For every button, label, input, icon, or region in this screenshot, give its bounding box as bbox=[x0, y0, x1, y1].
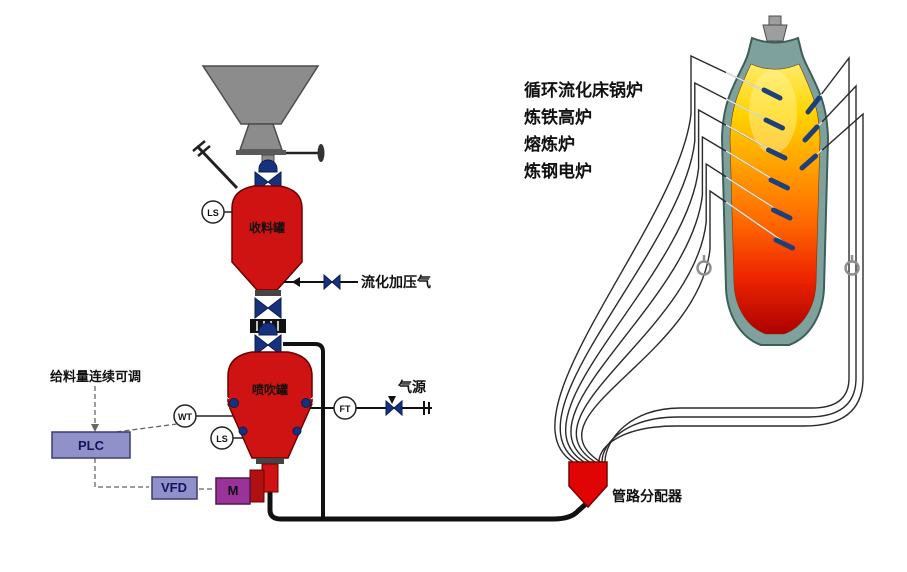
furnace-charge-cap bbox=[768, 15, 782, 26]
control-arrow-icon bbox=[91, 424, 99, 432]
control-system: 给料量连续可调 PLC VFD bbox=[50, 369, 214, 500]
mid-knife-valve-2 bbox=[254, 333, 269, 357]
wt-indicator bbox=[173, 404, 197, 428]
mid-knife-valve-1 bbox=[267, 296, 282, 320]
application-item: 熔炼炉 bbox=[524, 134, 575, 154]
fluidizing-nozzles bbox=[222, 394, 318, 436]
pipe-distributor bbox=[568, 461, 608, 509]
hopper-flange bbox=[236, 150, 286, 155]
fluidization-gas-line: 流化加压气 bbox=[284, 273, 431, 291]
furnace-flame bbox=[729, 63, 821, 335]
fluidization-gas-label: 流化加压气 bbox=[361, 274, 431, 290]
feeder-body bbox=[249, 469, 265, 503]
feed-hopper bbox=[192, 65, 325, 190]
pressurization-bypass-pipe bbox=[283, 342, 325, 517]
ft-label: FT bbox=[340, 404, 351, 414]
right-hook-icon bbox=[844, 260, 860, 276]
mid-knife-valve-1 bbox=[254, 296, 269, 320]
gas-valve-icon bbox=[331, 273, 341, 291]
hopper-funnel bbox=[201, 65, 320, 125]
injection-tank-assembly: 喷吹罐 M bbox=[215, 351, 318, 505]
injection-tank-vessel bbox=[227, 351, 313, 459]
distributor-label: 管路分配器 bbox=[612, 488, 683, 504]
ls-lower-label: LS bbox=[216, 434, 228, 444]
ft-indicator bbox=[333, 396, 357, 420]
feed-rate-note: 给料量连续可调 bbox=[50, 369, 141, 384]
flame-highlight bbox=[749, 70, 797, 154]
conveying-pipe bbox=[267, 490, 589, 522]
vfd-box bbox=[151, 476, 198, 500]
handwheel-icon bbox=[317, 144, 325, 162]
top-valve-actuator bbox=[258, 159, 278, 173]
receiving-tank-assembly: 收料罐 bbox=[231, 159, 303, 357]
pipe-hooks bbox=[696, 255, 860, 276]
injection-lances bbox=[761, 87, 822, 251]
ls-lower-indicator bbox=[210, 426, 234, 450]
source-arrow-icon bbox=[388, 396, 396, 404]
application-item: 炼铁高炉 bbox=[524, 107, 592, 127]
application-item: 炼钢电炉 bbox=[524, 161, 592, 181]
injection-tank-flange bbox=[256, 458, 284, 464]
flow-arrow-icon bbox=[292, 277, 300, 287]
gas-source-label: 气源 bbox=[397, 379, 426, 395]
furnace-charge-hopper bbox=[762, 24, 788, 42]
wt-label: WT bbox=[178, 412, 192, 422]
application-list: 循环流化床锅炉 炼铁高炉 熔炼炉 炼钢电炉 bbox=[524, 80, 643, 181]
tank-bottom-flange bbox=[255, 290, 281, 296]
gas-valve-icon bbox=[323, 273, 333, 291]
mid-knife-valve-2 bbox=[267, 333, 282, 357]
ls-upper-indicator bbox=[201, 200, 225, 224]
gas-source-line: 气源 bbox=[310, 379, 432, 417]
plc-box bbox=[51, 431, 131, 459]
plc-label: PLC bbox=[78, 438, 105, 453]
receiving-tank-label: 收料罐 bbox=[249, 220, 285, 235]
hopper-skirt bbox=[238, 123, 284, 151]
source-valve-icon bbox=[393, 399, 403, 417]
instruments: LS WT LS FT bbox=[173, 200, 357, 450]
receiving-tank-vessel bbox=[231, 185, 303, 291]
inlet-slant-pipe bbox=[195, 144, 239, 190]
left-hook-icon bbox=[696, 260, 712, 276]
ls-upper-label: LS bbox=[207, 208, 219, 218]
inlet-flange-tick-2 bbox=[197, 145, 211, 157]
motor-label: M bbox=[228, 483, 239, 498]
furnace bbox=[720, 15, 830, 346]
vfd-label: VFD bbox=[161, 480, 187, 495]
injection-tank-label: 喷吹罐 bbox=[252, 382, 288, 397]
motor-box bbox=[215, 477, 251, 505]
source-valve-icon bbox=[385, 399, 395, 417]
mid-valve-actuator bbox=[258, 322, 278, 336]
pipe-bundle bbox=[554, 54, 864, 463]
main-pipes bbox=[267, 342, 589, 522]
inlet-flange-tick-1 bbox=[192, 140, 206, 152]
application-item: 循环流化床锅炉 bbox=[524, 80, 643, 100]
